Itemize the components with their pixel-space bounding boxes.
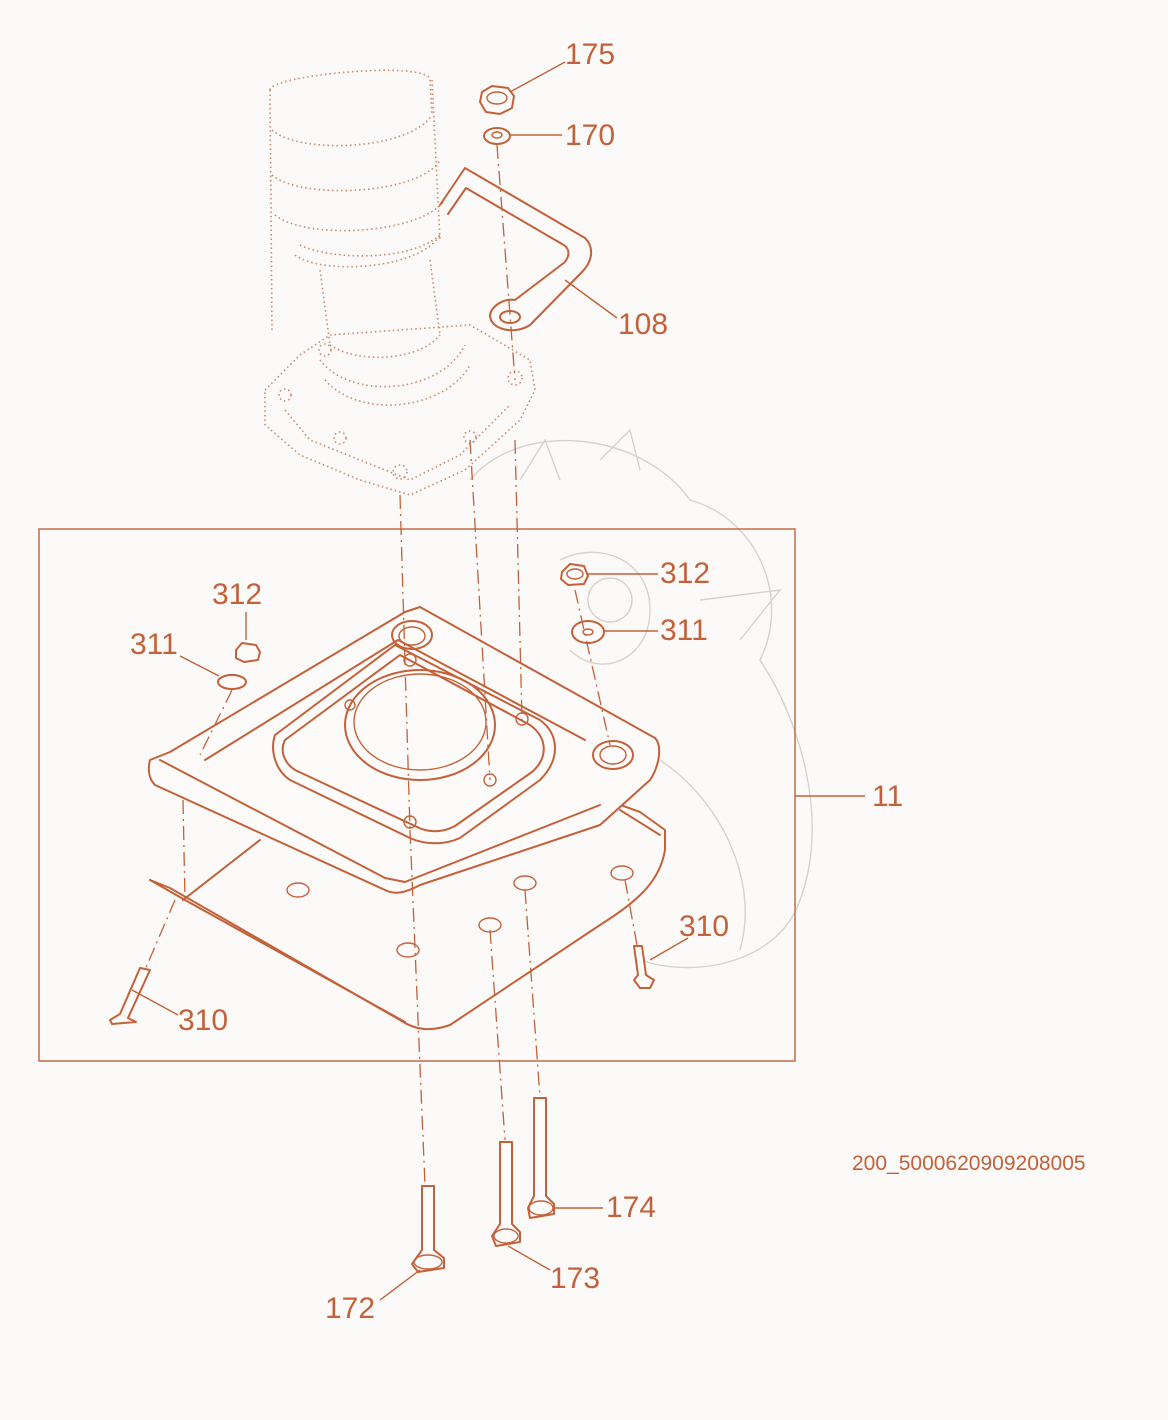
callout-310-left: 310 <box>178 1004 229 1037</box>
callout-173: 173 <box>550 1262 601 1295</box>
callout-311-right: 311 <box>660 614 708 647</box>
bolt-173 <box>491 1141 521 1247</box>
rammer-body-outline <box>264 69 536 496</box>
callout-311-left: 311 <box>130 628 178 661</box>
assembly-box-11 <box>38 528 796 1062</box>
leader-lines <box>131 61 865 1301</box>
upper-plate <box>147 606 661 894</box>
screw-310-right <box>633 945 655 989</box>
document-id: 200_5000620909208005 <box>852 1152 1086 1175</box>
callout-175: 175 <box>565 38 616 71</box>
nut-312-left <box>235 642 261 663</box>
center-lines <box>144 144 638 1186</box>
nut-312-right <box>560 563 589 586</box>
bolt-174 <box>527 1097 555 1219</box>
washer-170 <box>483 127 511 145</box>
washer-311-left <box>217 674 247 690</box>
washer-311-right <box>571 620 605 644</box>
handle-bracket-108 <box>439 167 593 332</box>
callout-312-right: 312 <box>660 557 711 590</box>
callout-174: 174 <box>606 1191 657 1224</box>
nut-175 <box>479 85 515 115</box>
callout-108: 108 <box>618 308 669 341</box>
callout-11: 11 <box>872 780 904 813</box>
base-plate <box>149 802 666 1031</box>
callout-310-right: 310 <box>679 910 730 943</box>
callout-172: 172 <box>325 1292 376 1325</box>
callout-312-left: 312 <box>212 578 263 611</box>
watermark-sketch <box>469 428 813 969</box>
callout-170: 170 <box>565 119 616 152</box>
screw-310-left <box>109 967 151 1025</box>
bolt-172 <box>411 1185 445 1273</box>
